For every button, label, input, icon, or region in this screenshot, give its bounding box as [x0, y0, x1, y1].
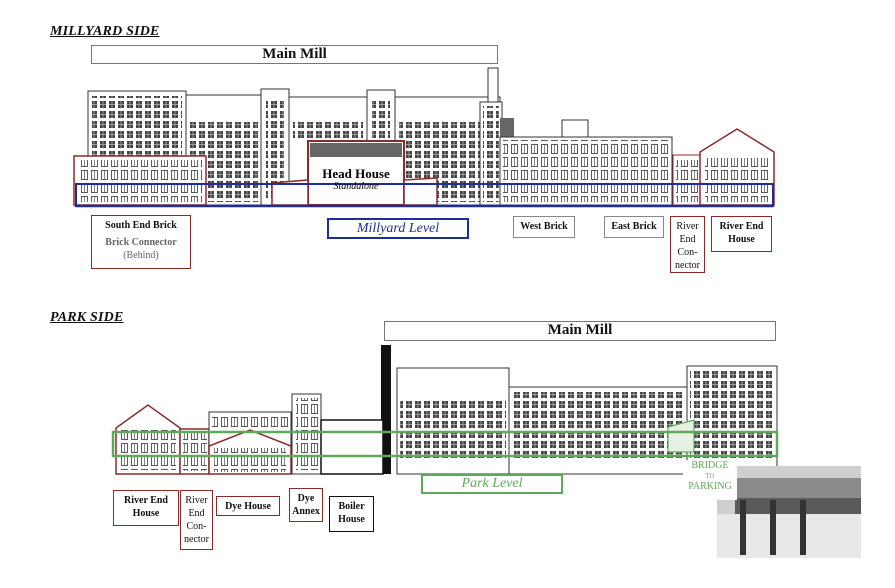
dye-annex-label: Dye Annex — [289, 488, 323, 522]
park-section-title: PARK SIDE — [50, 310, 124, 325]
bridge-line1: BRIDGE — [691, 460, 729, 471]
millyard-section-title: MILLYARD SIDE — [50, 24, 160, 39]
mry-conn-line1: River — [676, 221, 699, 232]
brick-connector-text: Brick Connector — [105, 237, 177, 248]
bridge-to-parking-label: BRIDGE TO PARKING — [683, 460, 737, 500]
mry-house-line2: House — [728, 234, 755, 245]
behind-text: (Behind) — [123, 250, 159, 261]
millyard-level-label: Millyard Level — [327, 218, 469, 239]
boiler-line2: House — [338, 514, 365, 525]
boiler-house-label: Boiler House — [329, 496, 374, 532]
mry-conn-line2: End — [679, 234, 696, 245]
dye-annex-line1: Dye — [297, 493, 315, 504]
prk-conn-line2: End — [188, 508, 205, 519]
east-brick-label: East Brick — [604, 216, 664, 238]
south-end-brick-label: South End Brick Brick Connector (Behind) — [91, 215, 191, 269]
head-house-subtitle: Standalone — [333, 181, 379, 192]
bridge-line2: TO — [705, 472, 715, 480]
mry-conn-line4: nector — [675, 260, 700, 271]
prk-conn-line4: nector — [184, 534, 209, 545]
park-main-mill-banner: Main Mill — [384, 321, 776, 341]
bridge-line3: PARKING — [688, 481, 732, 492]
boiler-line1: Boiler — [338, 501, 365, 512]
park-level-label: Park Level — [421, 474, 563, 494]
mry-house-line1: River End — [719, 221, 764, 232]
dye-house-label: Dye House — [216, 496, 280, 516]
park-river-end-connector-label: River End Con- nector — [180, 490, 213, 550]
west-brick-label: West Brick — [513, 216, 575, 238]
prk-house-line2: House — [132, 508, 160, 519]
dye-annex-line2: Annex — [292, 506, 320, 517]
millyard-river-end-connector-label: River End Con- nector — [670, 216, 705, 273]
head-house-title: Head House — [322, 166, 390, 181]
mry-conn-line3: Con- — [677, 247, 698, 258]
prk-conn-line1: River — [185, 495, 208, 506]
prk-house-line1: River End — [124, 495, 168, 506]
millyard-main-mill-banner: Main Mill — [91, 45, 498, 64]
head-house-label: Head House Standalone — [309, 166, 403, 193]
south-end-brick-text: South End Brick — [105, 220, 177, 231]
parking-bridge-photo — [717, 466, 861, 558]
prk-conn-line3: Con- — [186, 521, 207, 532]
park-buildings — [111, 345, 779, 475]
millyard-river-end-house-label: River End House — [711, 216, 772, 252]
park-river-end-house-label: River End House — [113, 490, 179, 526]
millyard-buildings — [73, 67, 775, 208]
